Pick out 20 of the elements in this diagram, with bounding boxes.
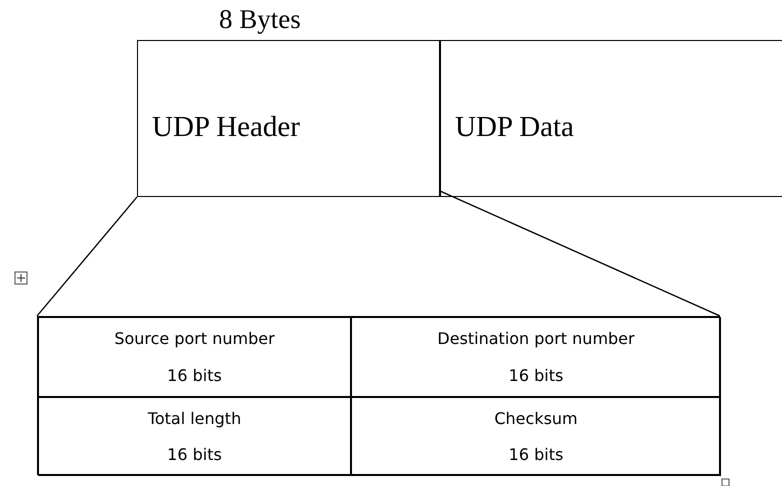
leader-line (36, 196, 138, 316)
field-size: 16 bits (508, 445, 564, 464)
block-label: UDP Data (455, 111, 574, 144)
field-name: Checksum (494, 408, 578, 428)
field-size: 16 bits (167, 366, 222, 385)
table-cell (38, 397, 351, 476)
field-name: Source port number (114, 329, 275, 348)
block-label: UDP Header (152, 111, 300, 144)
table-cell (38, 317, 351, 397)
table-cell (351, 397, 721, 476)
field-size: 16 bits (167, 445, 222, 464)
field-name: Total length (148, 408, 242, 428)
block-box (137, 40, 440, 197)
leader-line (440, 190, 720, 317)
block-box (440, 40, 782, 197)
field-name: Destination port number (437, 329, 635, 348)
header-table (37, 316, 720, 475)
field-size: 16 bits (508, 366, 564, 385)
size-label: 8 Bytes (219, 4, 301, 35)
table-cell (351, 317, 721, 397)
